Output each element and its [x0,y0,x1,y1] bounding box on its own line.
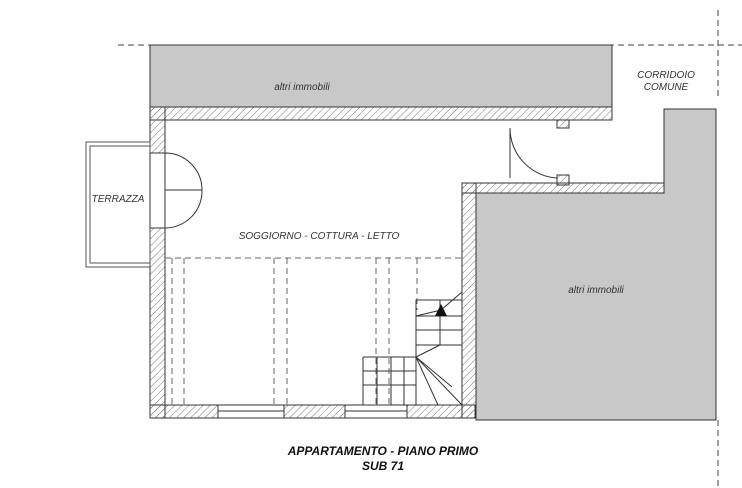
label-corridoio: CORRIDOIO [637,70,695,81]
stair-direction-arrow [435,304,447,316]
neighbor-property-top [149,44,613,108]
entrance-door [509,127,558,179]
neighbor-property-right [475,108,717,421]
label-altri-immobili-top: altri immobili [274,82,330,93]
label-terrazza: TERRAZZA [92,194,145,205]
label-main-room: SOGGIORNO - COTTURA - LETTO [239,231,400,242]
label-comune: COMUNE [644,82,689,93]
terrace-door [149,152,203,229]
windows-bottom [217,404,408,419]
label-altri-immobili-right: altri immobili [568,285,624,296]
plan-title: APPARTAMENTO - PIANO PRIMO [287,444,479,458]
plan-subtitle: SUB 71 [362,459,404,473]
mezzanine-outline [165,257,462,405]
staircase [362,291,463,406]
